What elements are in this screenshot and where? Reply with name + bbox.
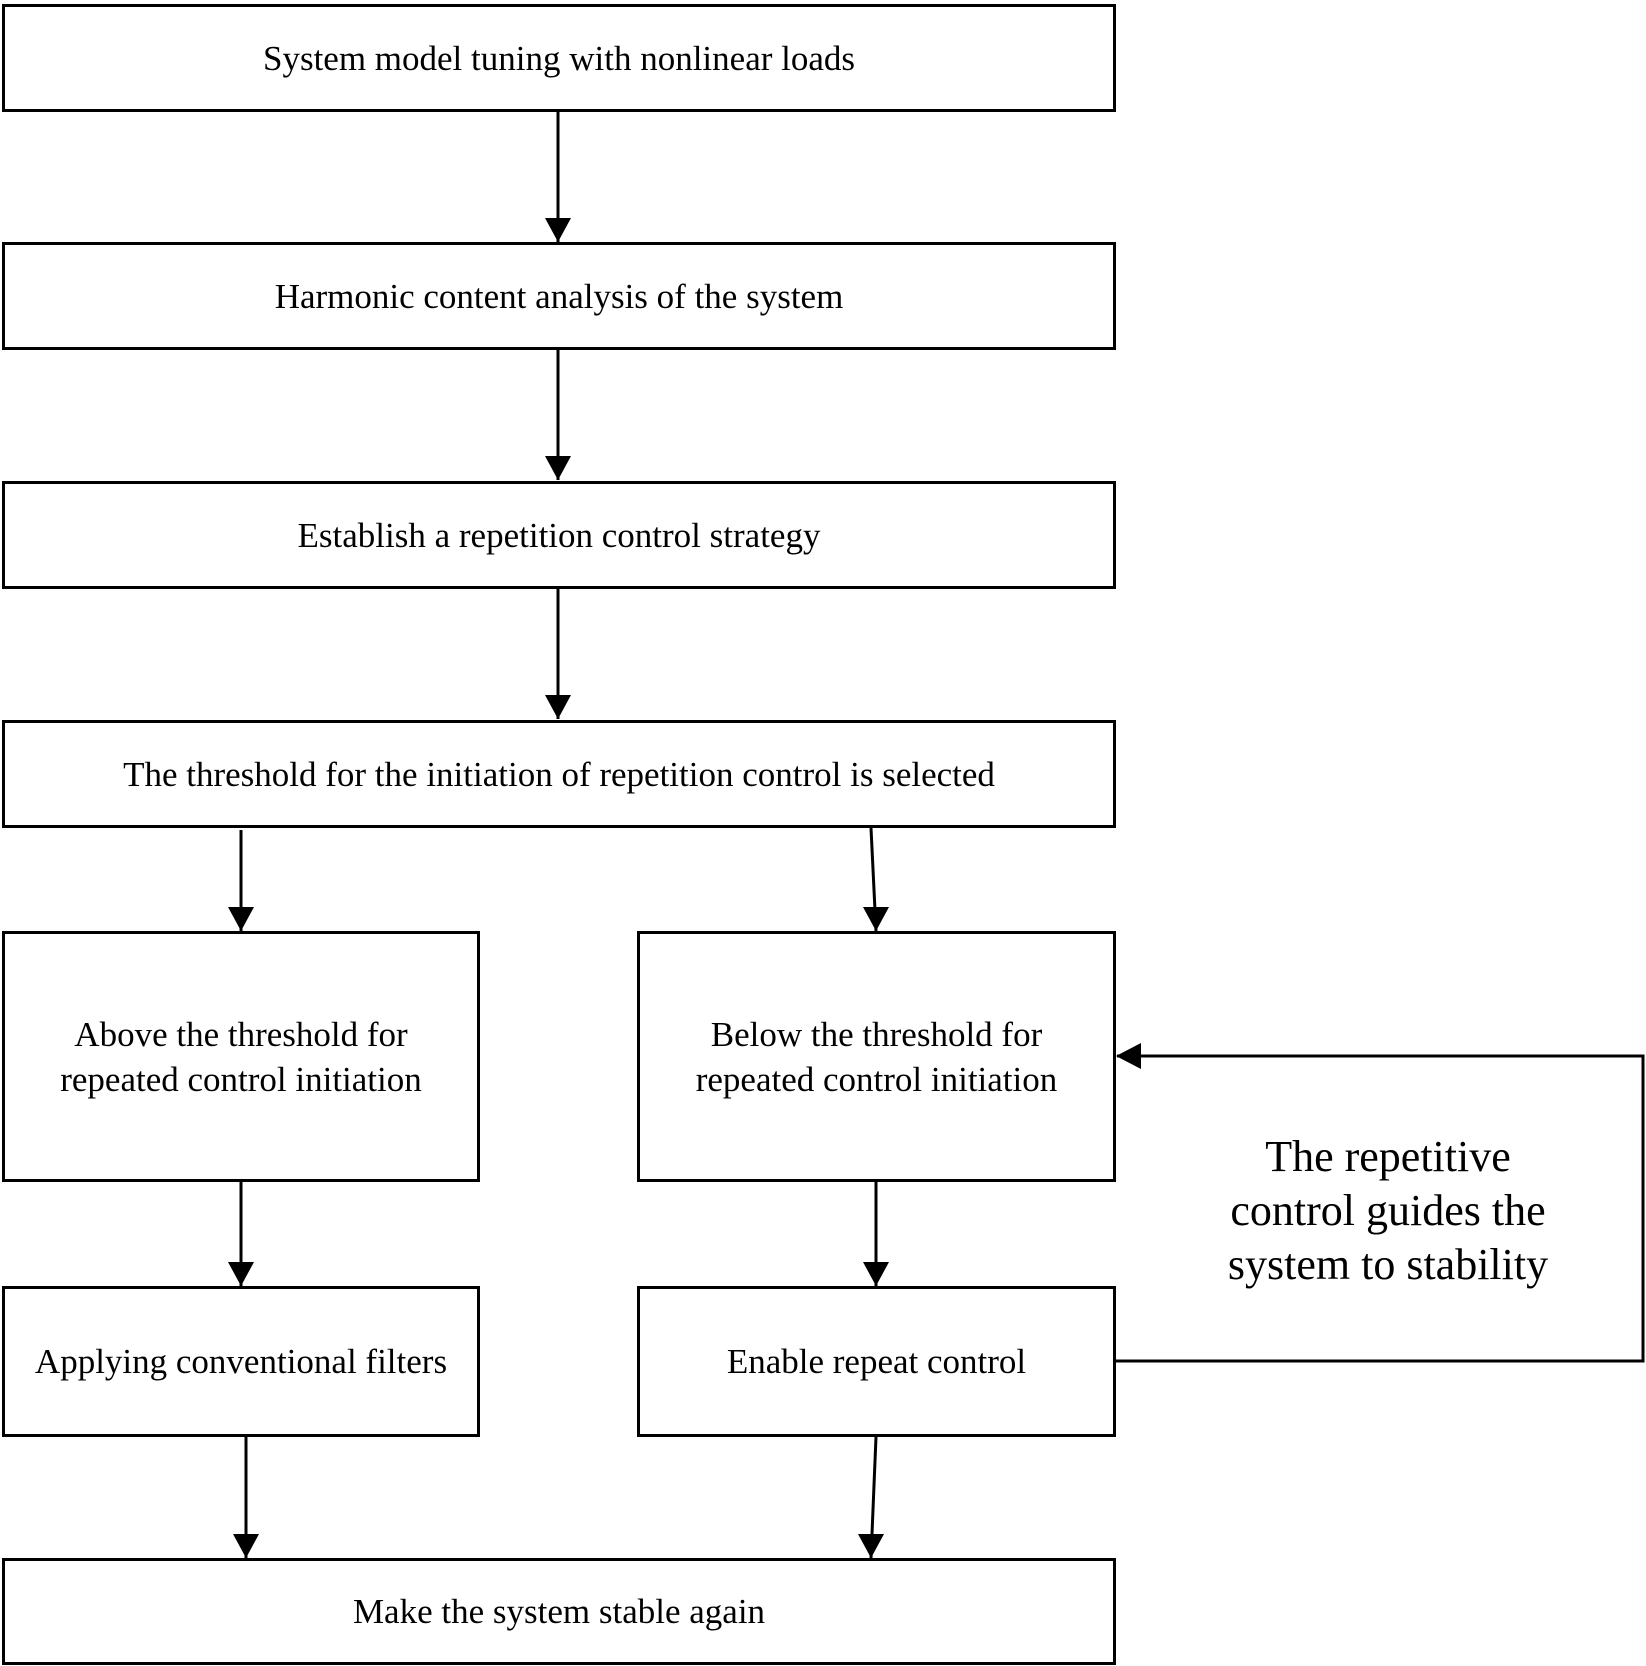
feedback-loop-line [1114,1054,1645,1363]
step-threshold-box: The threshold for the initiation of repe… [2,720,1116,828]
arrowhead-above-to-filters [228,1262,254,1286]
feedback-note: The repetitive control guides the system… [1168,1130,1608,1292]
step-above-label-line-1: Above the threshold for [74,1014,408,1054]
step-strategy-box: Establish a repetition control strategy [2,481,1116,589]
step-harmonic-box: Harmonic content analysis of the system [2,242,1116,350]
step-below-label-line-2: repeated control initiation [695,1059,1058,1099]
step-filters-label: Applying conventional filters [34,1342,448,1381]
step-filters-box: Applying conventional filters [2,1286,480,1437]
arrowhead-threshold-to-below [863,907,889,931]
step-stable-box: Make the system stable again [2,1558,1116,1665]
step-enable-label: Enable repeat control [726,1342,1027,1381]
step-tuning-box: System model tuning with nonlinear loads [2,4,1116,112]
feedback-note-line-1: The repetitive [1265,1132,1511,1181]
step-tuning-label: System model tuning with nonlinear loads [262,38,856,78]
feedback-note-line-3: system to stability [1227,1240,1549,1289]
step-enable-box: Enable repeat control [637,1286,1116,1437]
arrowhead-tuning-to-harmonic [545,218,571,242]
feedback-note-line-2: control guides the [1230,1186,1546,1235]
arrowhead-harmonic-to-strategy [545,456,571,480]
arrowhead-threshold-to-above [228,907,254,931]
step-below-label-line-1: Below the threshold for [710,1014,1043,1054]
feedback-loop-arrowhead [1116,1043,1141,1069]
step-stable-label: Make the system stable again [352,1592,766,1631]
arrowhead-strategy-to-threshold [545,695,571,719]
step-above-box: Above the threshold for repeated control… [2,931,480,1182]
step-harmonic-label: Harmonic content analysis of the system [274,276,844,316]
arrowhead-enable-to-stable [858,1534,884,1558]
step-above-label-line-2: repeated control initiation [60,1059,422,1099]
step-below-box: Below the threshold for repeated control… [637,931,1116,1182]
step-threshold-label: The threshold for the initiation of repe… [123,754,995,794]
step-strategy-label: Establish a repetition control strategy [297,515,821,555]
arrowhead-below-to-enable [863,1262,889,1286]
arrowhead-filters-to-stable [233,1534,259,1558]
